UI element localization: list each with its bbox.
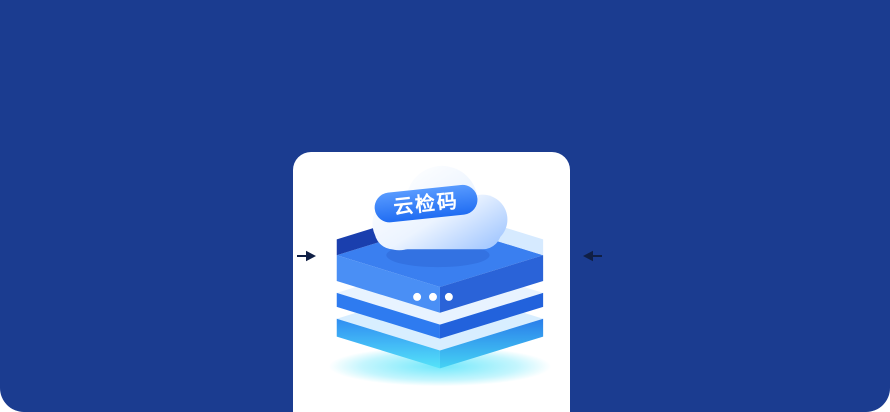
arrow-head [583,250,593,262]
cloud-platform-illustration: 云检码 [328,165,552,387]
top-slab-right-face [439,255,544,313]
arrow-right-icon [297,250,316,262]
arrow-head [306,250,316,262]
ellipsis-dots-icon [413,292,453,301]
platform-stack [328,207,552,387]
cloud-base [374,211,502,250]
cloud-icon: 云检码 [372,165,508,251]
cloud-ribbon: 云检码 [374,184,478,223]
bottom-slab-right-face [439,318,544,369]
bottom-slab-left-face [336,318,440,369]
dot [444,292,453,301]
middle-slab-right-face [439,292,544,339]
arrow-left-icon [583,250,602,262]
dot [413,292,422,301]
dot [429,292,437,301]
ribbon-band [374,184,478,223]
illustration-card: 云检码 [293,152,570,412]
middle-slab-left-face [336,292,440,339]
